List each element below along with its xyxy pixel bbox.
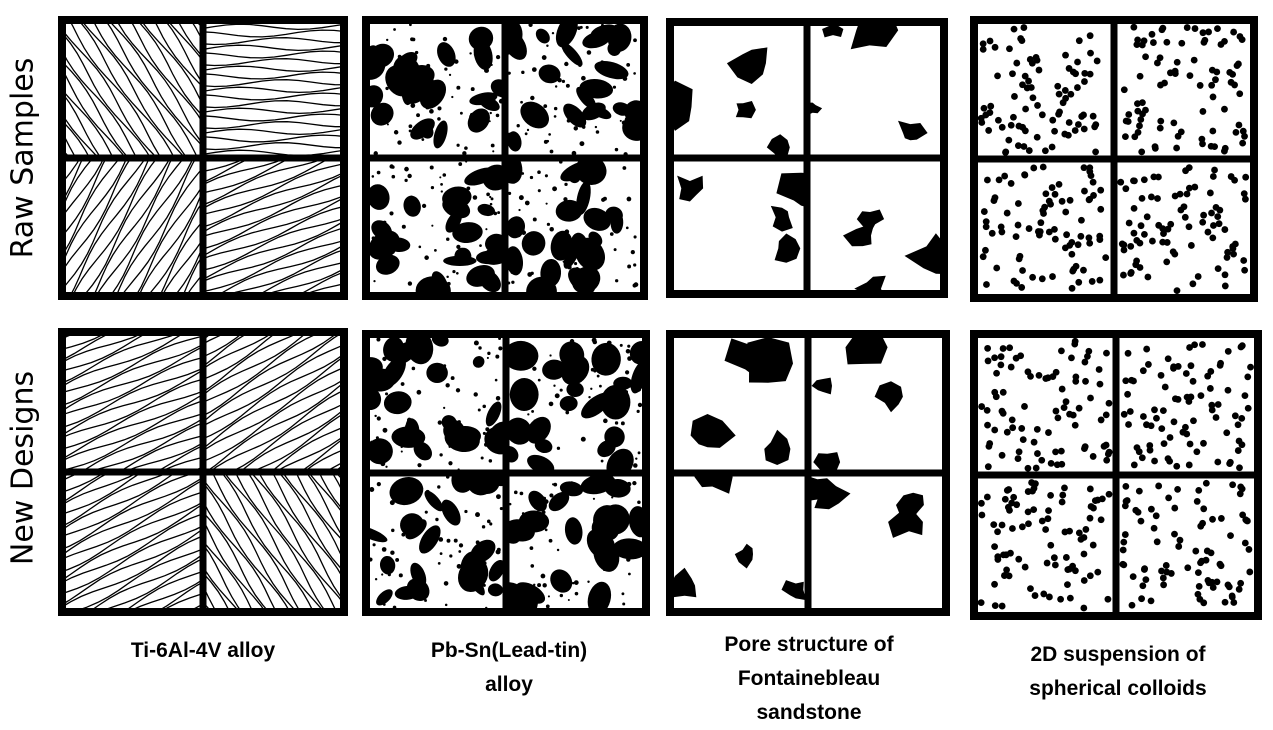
caption-line: spherical colloids [1029,677,1207,700]
caption-line: Pb-Sn(Lead-tin) [430,639,588,662]
micrograph-texture [58,328,348,616]
micrograph-panel [666,18,948,298]
caption-line: Pore structure of [724,633,894,656]
micrograph-texture [666,18,948,298]
micrograph-texture [362,16,648,300]
caption-line: sandstone [756,701,862,724]
micrograph-texture [58,16,348,300]
micrograph-texture [362,330,650,616]
micrograph-panel [362,16,648,300]
micrograph-panel [666,330,950,616]
caption-pb-sn-alloy: Pb-Sn(Lead-tin) alloy [364,634,654,702]
caption-sandstone: Pore structure of Fontainebleau sandston… [664,628,954,730]
micrograph-texture [970,330,1262,620]
micrograph-panel [58,328,348,616]
micrograph-panel [58,16,348,300]
caption-line: Fontainebleau [737,667,881,690]
caption-line: alloy [485,673,533,696]
micrograph-panel [970,16,1258,302]
row-label-new-designs: New Designs [5,370,41,566]
row-label-raw-samples: Raw Samples [5,57,41,259]
micrograph-texture [970,16,1258,302]
micrograph-texture [666,330,950,616]
micrograph-panel [362,330,650,616]
caption-line: Ti-6Al-4V alloy [130,639,276,662]
caption-ti-alloy: Ti-6Al-4V alloy [58,634,348,668]
caption-colloids: 2D suspension of spherical colloids [968,638,1268,706]
micrograph-panel [970,330,1262,620]
caption-line: 2D suspension of [1030,643,1206,666]
